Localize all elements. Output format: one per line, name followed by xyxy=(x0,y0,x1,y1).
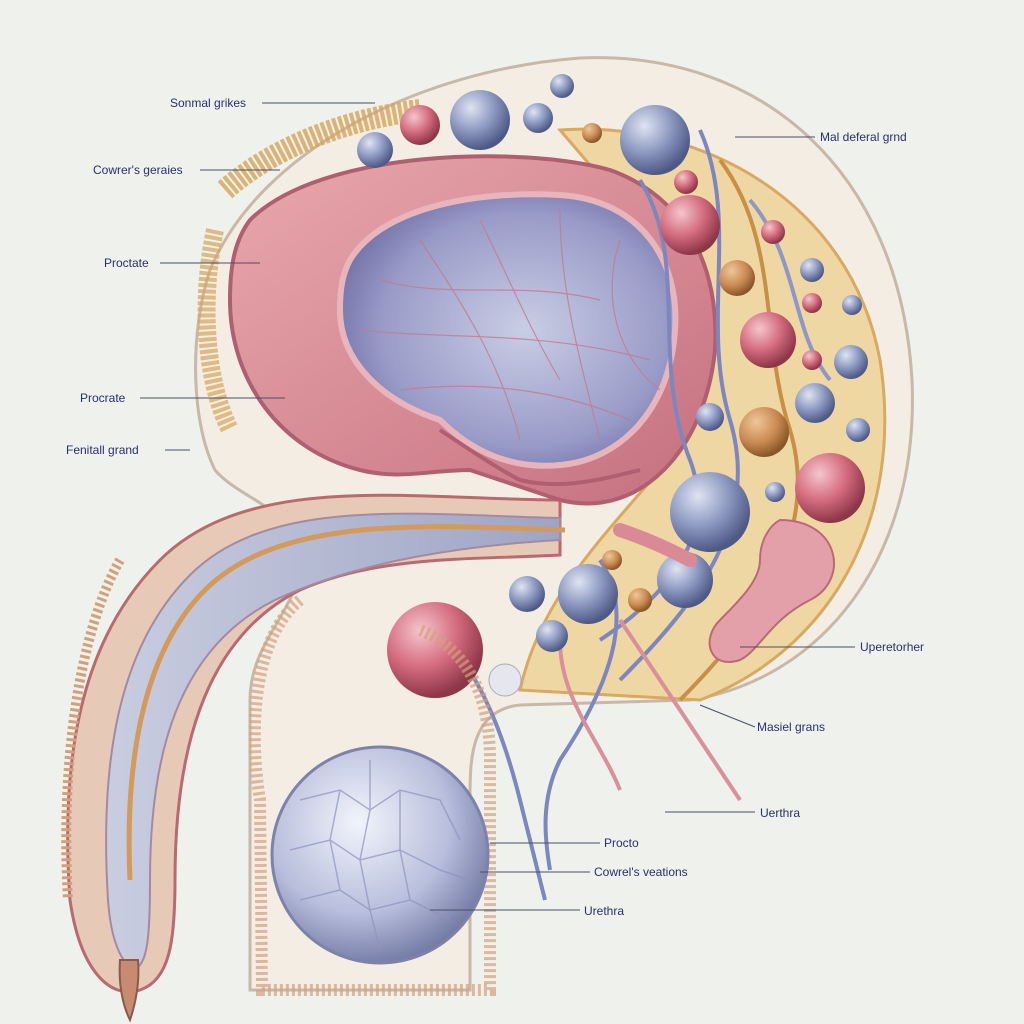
seminal-vesicle xyxy=(708,518,835,663)
corpus-spongiosum xyxy=(105,512,561,969)
bladder-side-layer xyxy=(197,228,239,435)
testis-lobules xyxy=(289,760,471,951)
label-cowrels-veations: Cowrel's veations xyxy=(594,865,688,879)
label-fenitall-grand: Fenitall grand xyxy=(66,443,139,457)
shaft-fibrous-layer xyxy=(61,557,125,901)
label-uerthra: Uerthra xyxy=(760,806,801,820)
scrotal-wall xyxy=(248,595,496,996)
bladder-interior xyxy=(336,191,679,469)
label-proctate: Proctate xyxy=(104,256,149,270)
label-masiel-grans: Masiel grans xyxy=(757,720,826,734)
label-procrate: Procrate xyxy=(80,391,126,405)
bladder-vessels xyxy=(359,209,661,441)
gland-cluster xyxy=(357,74,870,698)
label-urethra: Urethra xyxy=(584,904,625,918)
vesicle-tube xyxy=(613,523,697,567)
urethra-tube xyxy=(126,524,566,881)
leader-lines xyxy=(140,102,855,911)
label-procto: Procto xyxy=(604,836,639,850)
bladder-outer-layer xyxy=(217,99,422,199)
bladder-neck xyxy=(438,428,641,487)
label-cowrers-geraies: Cowrer's geraies xyxy=(93,163,183,177)
glans-tip xyxy=(118,959,140,1023)
label-uperetorher: Uperetorher xyxy=(860,640,925,654)
label-sonmal-grikes: Sonmal grikes xyxy=(170,96,247,110)
label-mal-deferal-grnd: Mal deferal grnd xyxy=(820,130,907,144)
